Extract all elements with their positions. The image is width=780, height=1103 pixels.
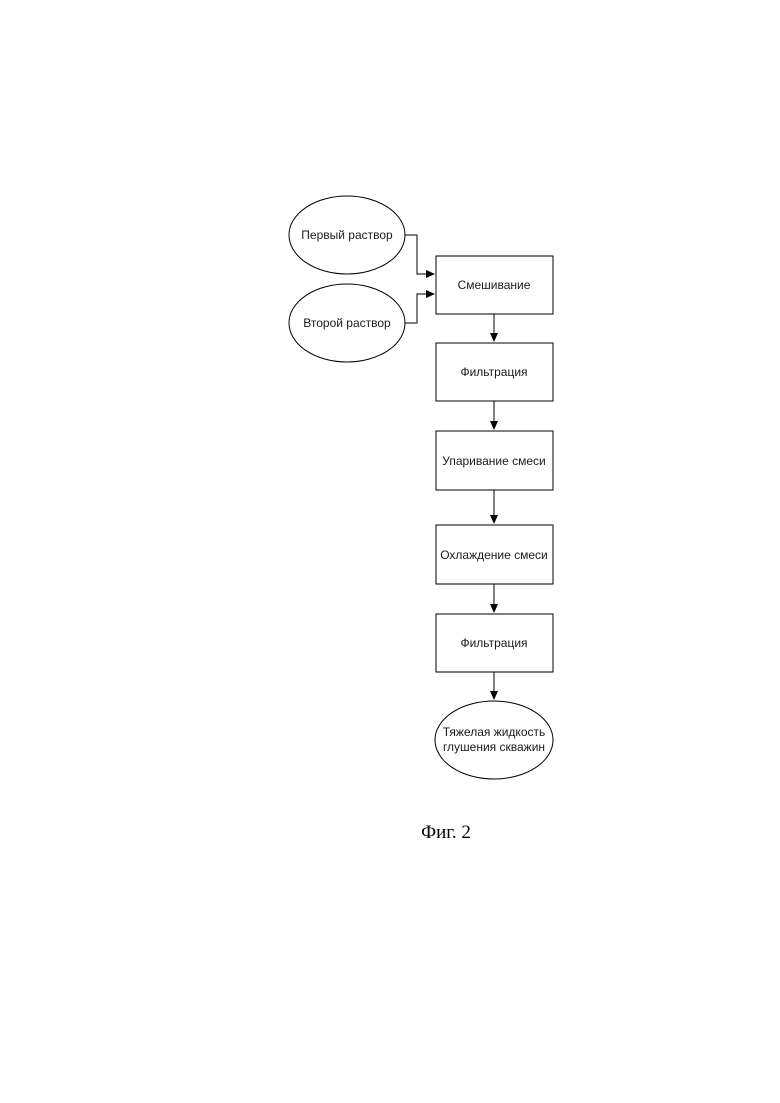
edge-second-solution-to-mixing: [405, 294, 434, 323]
node-product-label-line2: глушения скважин: [443, 740, 545, 754]
node-filtration-1: Фильтрация: [436, 343, 553, 401]
node-product: Тяжелая жидкость глушения скважин: [435, 701, 553, 779]
node-first-solution-label: Первый раствор: [301, 228, 393, 242]
node-second-solution: Второй раствор: [289, 284, 405, 362]
node-mixing: Смешивание: [436, 256, 553, 314]
node-evaporation-label: Упаривание смеси: [442, 454, 546, 468]
node-first-solution: Первый раствор: [289, 196, 405, 274]
edge-first-solution-to-mixing: [405, 235, 434, 274]
node-filtration-1-label: Фильтрация: [460, 365, 527, 379]
node-filtration-2: Фильтрация: [436, 614, 553, 672]
node-product-label-line1: Тяжелая жидкость: [443, 725, 546, 739]
node-mixing-label: Смешивание: [458, 278, 531, 292]
node-second-solution-label: Второй раствор: [303, 316, 391, 330]
node-filtration-2-label: Фильтрация: [460, 636, 527, 650]
figure-caption: Фиг. 2: [56, 822, 780, 844]
node-cooling: Охлаждение смеси: [436, 525, 553, 584]
node-evaporation: Упаривание смеси: [436, 431, 553, 490]
node-cooling-label: Охлаждение смеси: [440, 548, 548, 562]
